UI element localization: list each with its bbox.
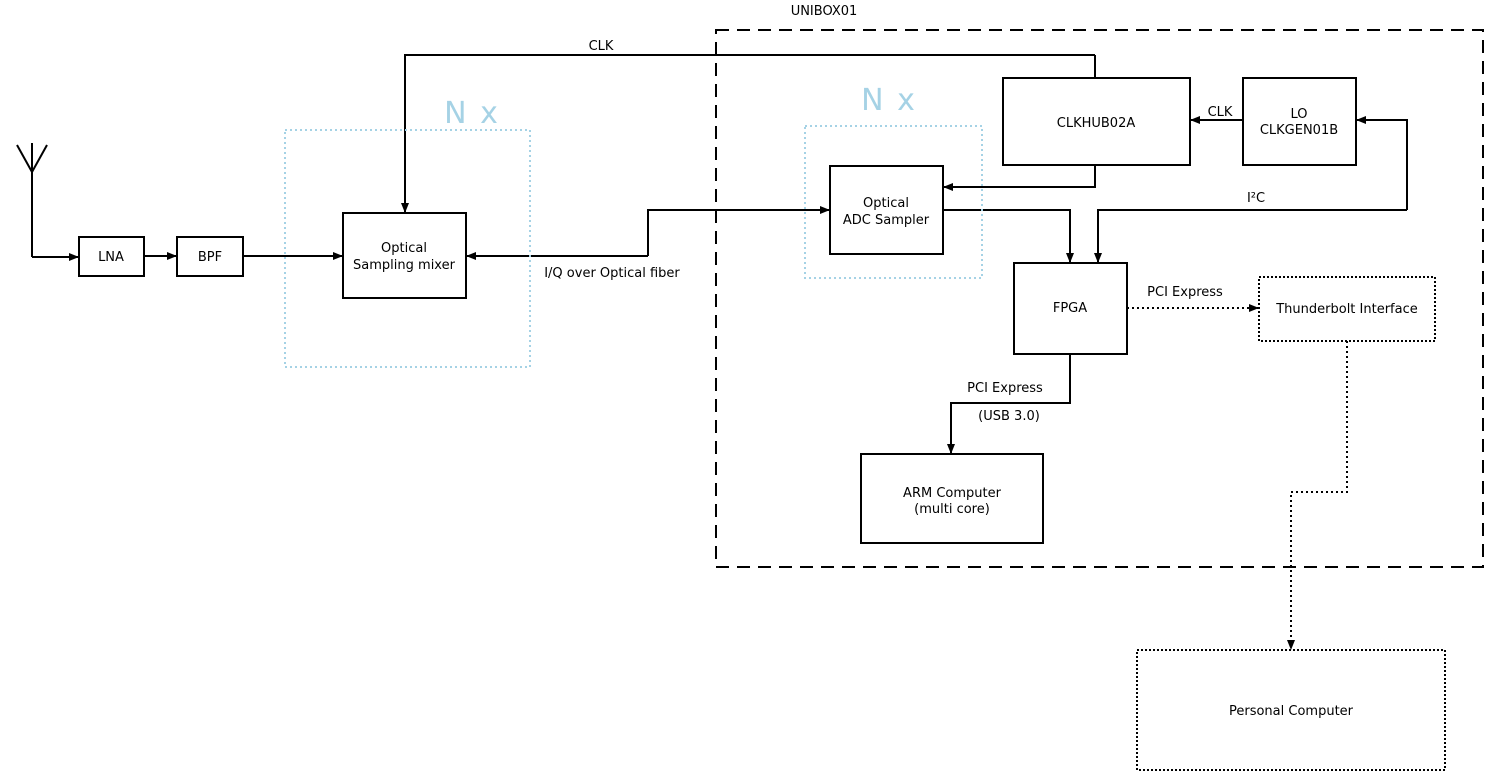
arm-computer-node [860, 453, 1044, 544]
pci-express-thunderbolt-label: PCI Express [1147, 285, 1223, 300]
clk-hub-label: CLK [1208, 105, 1233, 120]
arm-label-line2: (multi core) [914, 502, 990, 517]
i2c-label: I²C [1247, 191, 1265, 206]
clk-top-label: CLK [589, 39, 614, 54]
mixer-label-line1: Optical [381, 241, 427, 256]
nx-remote-label: N x [444, 96, 500, 131]
bpf-label: BPF [198, 250, 222, 265]
lo-label-line1: LO [1290, 107, 1307, 122]
edge-adc-fpga [943, 209, 1074, 263]
nx-local-label: N x [861, 83, 917, 118]
fiber-link-label: I/Q over Optical fiber [544, 266, 680, 281]
fpga-label: FPGA [1053, 301, 1087, 316]
edge-fiber-to-adc [647, 206, 830, 256]
personal-computer-node [1136, 649, 1446, 771]
adc-label-line2: ADC Sampler [843, 213, 930, 228]
fpga-node [1013, 262, 1128, 355]
thunderbolt-label: Thunderbolt Interface [1275, 302, 1418, 317]
edge-clk-to-mixer [401, 54, 1095, 213]
nx-group-remote [284, 129, 531, 368]
arm-label-line1: ARM Computer [903, 486, 1002, 501]
mixer-label-line2: Sampling mixer [353, 258, 456, 273]
lo-clkgen01b-node [1242, 77, 1357, 166]
unibox01-title: UNIBOX01 [791, 4, 858, 19]
pc-label: Personal Computer [1229, 704, 1354, 719]
unibox01-boundary [715, 29, 1484, 568]
lna-node [78, 236, 145, 277]
nx-group-local [804, 125, 983, 279]
clkhub-label: CLKHUB02A [1057, 116, 1136, 131]
pci-express-arm-label: PCI Express [967, 381, 1043, 396]
lna-label: LNA [98, 250, 124, 265]
thunderbolt-interface-node [1258, 276, 1436, 342]
optical-sampling-mixer-node [342, 212, 467, 299]
usb-label: (USB 3.0) [978, 409, 1040, 424]
edge-thunderbolt-pc [1287, 341, 1348, 650]
adc-label-line1: Optical [863, 196, 909, 211]
optical-adc-sampler-node [829, 165, 944, 255]
clkhub02a-node [1002, 77, 1191, 166]
bpf-node [176, 236, 244, 277]
edge-fpga-arm [947, 354, 1071, 454]
edge-i2c-lo [1356, 116, 1408, 210]
lo-label-line2: CLKGEN01B [1260, 123, 1338, 138]
antenna-icon [16, 143, 79, 261]
edge-i2c-fpga [1094, 209, 1407, 263]
